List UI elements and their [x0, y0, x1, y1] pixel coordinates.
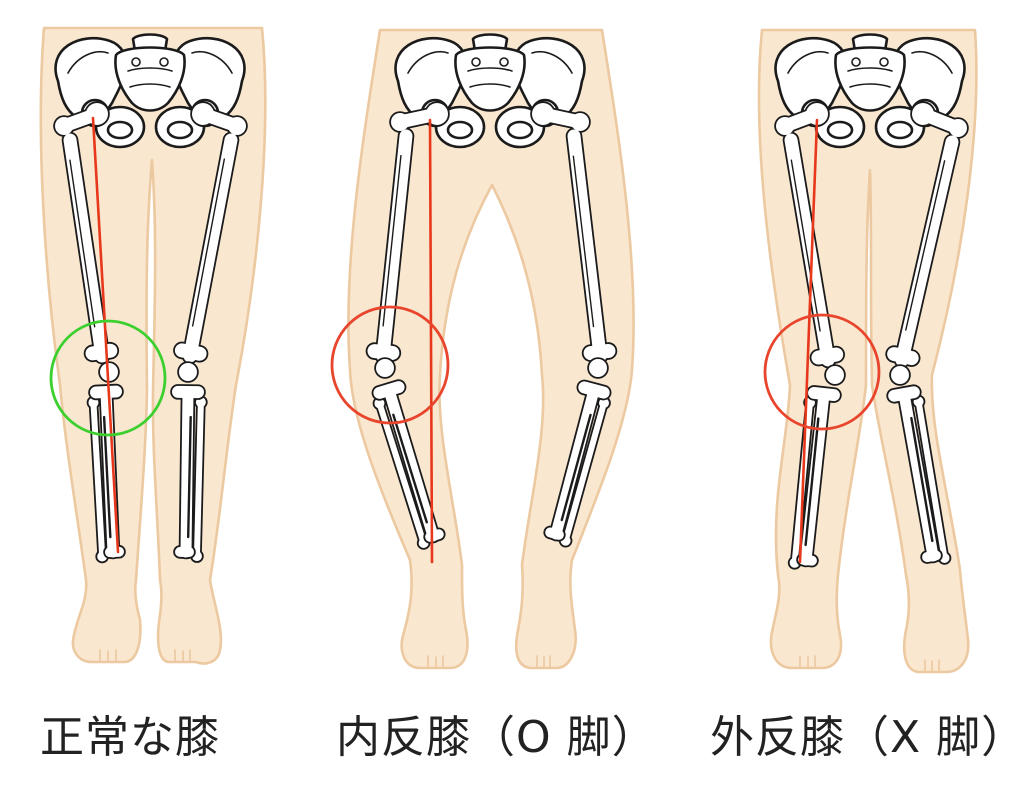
tibia-varus-right [543, 379, 612, 542]
leg-bones [53, 101, 969, 570]
femur-normal-right [173, 101, 248, 365]
knee-highlight-circle-valgus [763, 313, 881, 431]
femur-varus-right [530, 101, 618, 365]
knee-highlight-circle-varus [330, 305, 450, 425]
mechanical-axis-line-varus [428, 118, 434, 564]
knee-highlight-circle-normal [49, 319, 167, 437]
patella-varus-right [587, 357, 609, 379]
mechanical-axis-line-valgus [798, 118, 819, 564]
femur-valgus-right [885, 101, 969, 369]
tibia-normal-right [170, 384, 206, 560]
patella-valgus-left [824, 364, 846, 386]
patella-normal-left [98, 361, 120, 383]
tibia-normal-left [88, 383, 126, 560]
femur-valgus-left [774, 101, 846, 369]
tibia-valgus-left [796, 385, 842, 568]
figure-caption-valgus: 外反膝（X 脚） [710, 712, 1024, 763]
leg-alignment-diagram [39, 26, 978, 674]
patella-valgus-right [889, 364, 911, 386]
patella-normal-right [177, 361, 199, 383]
femur-varus-left [365, 101, 450, 365]
fibula-varus-left [372, 396, 431, 550]
mechanical-axis-line-normal [91, 116, 120, 554]
figure-caption-normal: 正常な膝 [40, 712, 220, 763]
tibia-valgus-right [886, 384, 943, 564]
patella-varus-left [374, 357, 396, 379]
figure-caption-varus: 内反膝（O 脚） [336, 712, 657, 763]
toes [99, 649, 940, 673]
